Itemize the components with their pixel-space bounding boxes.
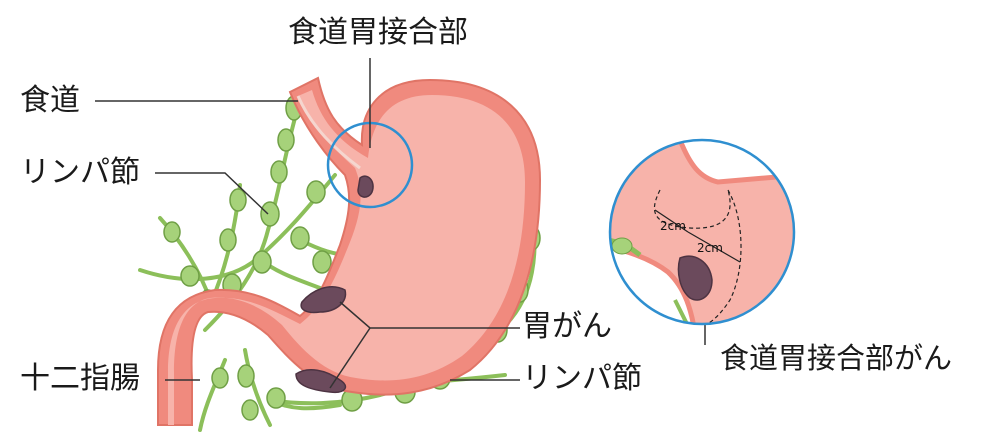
leader-lines [95,58,706,389]
stomach [157,76,542,426]
inset-tumor [677,255,713,301]
label-lymph-node-lower: リンパ節 [522,361,642,396]
inset-border-circle [608,138,796,326]
tumors [295,175,374,394]
label-stomach-cancer: 胃がん [522,309,612,344]
measure-label-2: 2cm [697,241,723,255]
measure-label-1: 2cm [660,219,686,233]
inset-magnified-view: 2cm 2cm [608,138,796,326]
label-ej-junction-cancer: 食道胃接合部がん [720,341,953,375]
tumor-stomach-lower [295,368,347,394]
label-esophagus: 食道 [20,83,80,118]
label-duodenum: 十二指腸 [20,361,140,396]
label-ej-junction: 食道胃接合部 [288,15,468,50]
tumor-ej-junction [357,175,374,198]
label-lymph-node-upper: リンパ節 [20,155,140,190]
tumor-stomach-upper [300,286,347,314]
